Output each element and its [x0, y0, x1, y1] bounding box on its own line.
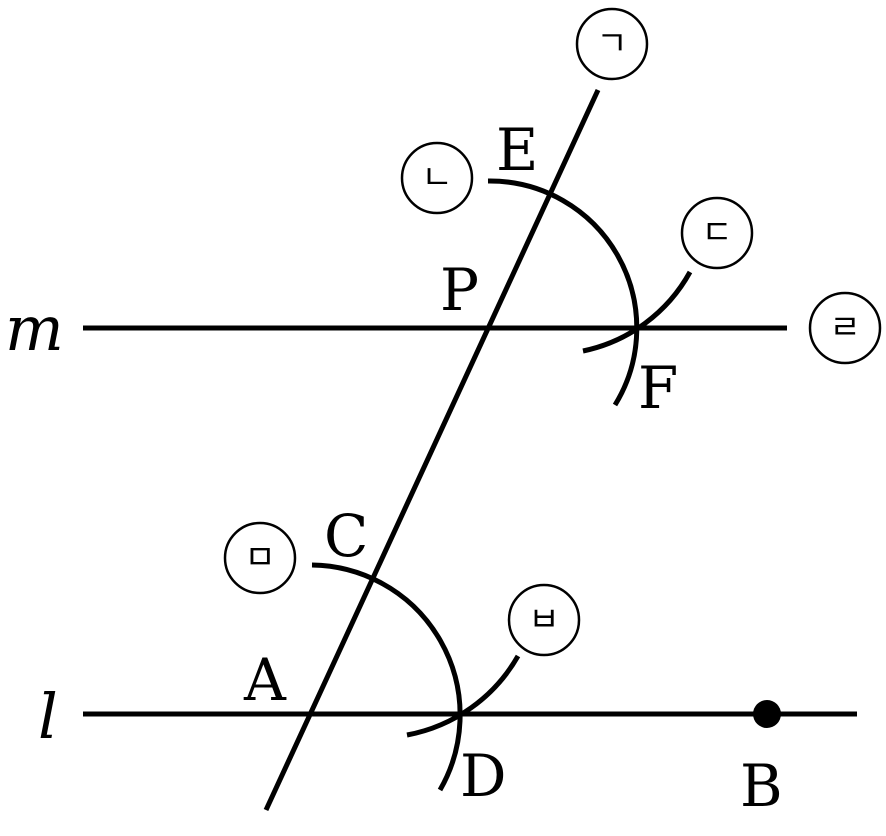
- label-l: l: [38, 680, 58, 753]
- label-b: B: [740, 752, 783, 820]
- step-2-marker: ㄴ: [400, 141, 474, 215]
- transversal-line: [263, 88, 601, 812]
- point-b-dot: [753, 700, 781, 728]
- svg-text:ㅁ: ㅁ: [244, 538, 275, 578]
- step-1-marker: ㄱ: [575, 7, 649, 81]
- step-4-marker: ㄹ: [808, 291, 882, 365]
- arc-n: [487, 178, 640, 407]
- svg-text:ㄷ: ㄷ: [701, 213, 732, 253]
- label-e: E: [496, 116, 538, 184]
- step-3-marker: ㄷ: [680, 196, 754, 270]
- svg-text:ㄱ: ㄱ: [596, 24, 627, 64]
- svg-text:ㄴ: ㄴ: [421, 158, 452, 198]
- label-d: D: [460, 742, 507, 810]
- label-p: P: [440, 256, 479, 324]
- label-c: C: [324, 502, 368, 570]
- label-a: A: [243, 646, 287, 714]
- svg-text:ㅂ: ㅂ: [528, 600, 559, 640]
- step-5-marker: ㅁ: [223, 521, 297, 595]
- arc-m: [311, 562, 463, 792]
- arc-b: [406, 654, 521, 738]
- svg-text:ㄹ: ㄹ: [829, 308, 860, 348]
- arc-d: [582, 270, 693, 354]
- label-m: m: [5, 292, 64, 365]
- label-f: F: [638, 354, 678, 422]
- step-6-marker: ㅂ: [507, 583, 581, 657]
